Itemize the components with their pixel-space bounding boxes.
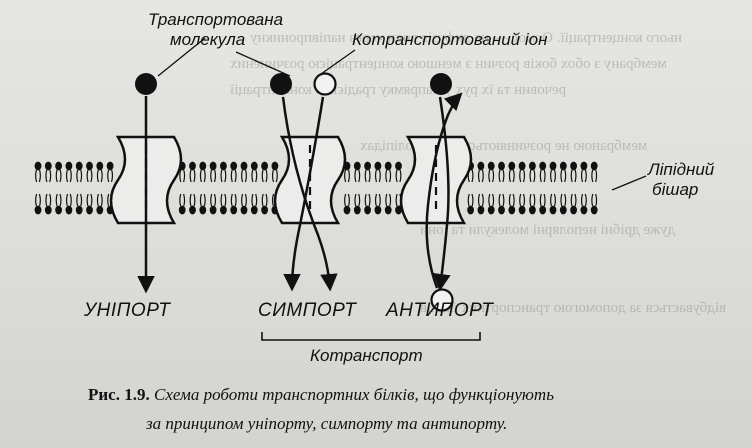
- lipid-molecule: [548, 193, 558, 215]
- lipid-molecule: [476, 193, 485, 215]
- lipid-molecule: [548, 161, 558, 183]
- antiport-ion-arrow: [425, 92, 463, 289]
- lipid-molecule: [219, 161, 228, 183]
- lipid-molecule: [75, 193, 84, 215]
- lipid-molecule: [528, 193, 537, 215]
- leader-line-ion: [320, 49, 356, 75]
- lipid-molecule: [507, 193, 516, 215]
- antiport-protein: [399, 135, 473, 225]
- lipid-molecule: [188, 193, 197, 215]
- lipid-molecule: [209, 193, 218, 215]
- lipid-molecule: [384, 193, 393, 215]
- lipid-molecule: [579, 161, 588, 183]
- lipid-molecule: [219, 193, 228, 215]
- symport-ion-arrow: [283, 96, 325, 292]
- lipid-molecule: [250, 161, 259, 183]
- lipid-molecule: [518, 193, 527, 215]
- lipid-molecule: [590, 161, 599, 183]
- lipid-molecule: [260, 193, 269, 215]
- leader-line-molecule: [235, 51, 291, 77]
- label-transported-molecule: Транспортована молекула: [148, 10, 284, 49]
- lipid-molecule: [250, 193, 259, 215]
- lipid-molecule: [33, 193, 43, 215]
- lipid-molecule: [528, 161, 537, 183]
- lipid-molecule: [229, 161, 238, 183]
- lipid-molecule: [497, 161, 506, 183]
- lipid-molecule: [353, 193, 362, 215]
- lipid-molecule: [559, 193, 568, 215]
- caption-number: Рис. 1.9.: [88, 385, 150, 404]
- label-cotransport: Котранспорт: [310, 346, 423, 365]
- figure-caption: Рис. 1.9. Схема роботи транспортних білк…: [88, 380, 554, 438]
- antiport-ion: [430, 288, 454, 312]
- uniport-molecule: [135, 73, 157, 95]
- symport-molecule: [270, 73, 292, 95]
- lipid-molecule: [559, 161, 568, 183]
- lipid-molecule: [466, 193, 475, 215]
- lipid-molecule: [538, 161, 547, 183]
- lipid-molecule: [363, 193, 372, 215]
- lipid-molecule: [270, 161, 279, 183]
- lipid-molecule: [487, 161, 496, 183]
- lipid-molecule: [569, 193, 578, 215]
- lipid-molecule: [363, 161, 372, 183]
- lipid-molecule: [95, 193, 104, 215]
- symport-ion: [313, 72, 337, 96]
- lipid-molecule: [353, 161, 362, 183]
- lipid-molecule: [198, 193, 207, 215]
- lipid-molecule: [106, 161, 115, 183]
- label-uniport: УНІПОРТ: [84, 300, 171, 321]
- lipid-molecule: [507, 161, 516, 183]
- lipid-molecule: [198, 161, 207, 183]
- lipid-molecule: [487, 193, 496, 215]
- lipid-molecule: [64, 193, 73, 215]
- lipid-molecule: [518, 161, 527, 183]
- lipid-molecule: [229, 193, 238, 215]
- lipid-molecule: [178, 193, 187, 215]
- lipid-molecule: [497, 193, 506, 215]
- lipid-molecule: [54, 193, 63, 215]
- lipid-molecule: [373, 193, 382, 215]
- antiport-molecule: [430, 73, 452, 95]
- lipid-molecule: [75, 161, 84, 183]
- lipid-molecule: [569, 161, 578, 183]
- lipid-molecule: [33, 161, 43, 183]
- lipid-molecule: [85, 193, 94, 215]
- cotransport-bracket: [261, 332, 481, 341]
- symport-molecule-arrow: [281, 96, 338, 292]
- lipid-molecule: [209, 161, 218, 183]
- lipid-molecule: [85, 161, 94, 183]
- antiport-molecule-arrow: [433, 96, 451, 292]
- label-antiport: АНТИПОРТ: [386, 300, 494, 321]
- label-cotransported-ion: Котранспортований іон: [352, 30, 548, 49]
- caption-text-line2: за принципом уніпорту, симпорту та антип…: [146, 414, 508, 433]
- lipid-molecule: [240, 193, 248, 215]
- lipid-molecule: [343, 193, 351, 215]
- label-lipid-bilayer: Ліпідний бішар: [648, 160, 715, 199]
- leader-line-bilayer: [611, 175, 647, 191]
- lipid-molecule: [188, 161, 197, 183]
- lipid-molecule: [384, 161, 393, 183]
- lipid-molecule: [95, 161, 104, 183]
- lipid-molecule: [44, 193, 53, 215]
- leader-line-molecule: [157, 37, 206, 77]
- lipid-molecule: [538, 193, 547, 215]
- lipid-molecule: [590, 193, 599, 215]
- lipid-molecule: [260, 161, 269, 183]
- label-symport: СИМПОРТ: [258, 300, 357, 321]
- lipid-molecule: [394, 161, 403, 183]
- lipid-molecule: [476, 161, 485, 183]
- lipid-molecule: [64, 161, 73, 183]
- lipid-molecule: [579, 193, 588, 215]
- symport-protein: [273, 135, 347, 225]
- lipid-molecule: [240, 161, 248, 183]
- lipid-molecule: [54, 161, 63, 183]
- lipid-molecule: [44, 161, 53, 183]
- caption-text-line1: Схема роботи транспортних білків, що фун…: [153, 385, 554, 404]
- lipid-molecule: [373, 161, 382, 183]
